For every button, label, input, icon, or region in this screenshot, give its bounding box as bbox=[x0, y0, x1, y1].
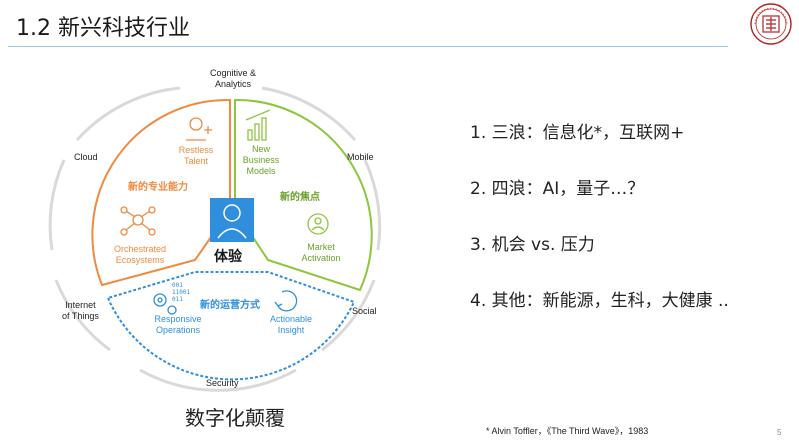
label-iot: Internet of Things bbox=[62, 300, 99, 321]
orange-segment-title: 新的专业能力 bbox=[128, 182, 188, 193]
blue-segment bbox=[106, 271, 356, 381]
green-segment bbox=[234, 98, 373, 292]
diagram-graphic bbox=[48, 86, 382, 392]
list-item: 3. 机会 vs. 压力 bbox=[470, 235, 595, 255]
diagram-caption: 数字化颠覆 bbox=[185, 406, 285, 430]
title-divider bbox=[8, 46, 728, 47]
list-item: 1. 三浪：信息化*，互联网+ bbox=[470, 123, 685, 143]
label-cloud: Cloud bbox=[74, 152, 98, 162]
growth-chart-icon bbox=[245, 109, 271, 141]
responsive-operations-label: Responsive Operations bbox=[154, 314, 202, 335]
university-seal-icon bbox=[750, 3, 792, 45]
binary-line: 001 bbox=[172, 282, 183, 289]
binary-line: 011 bbox=[172, 296, 183, 303]
label-cognitive-analytics: Cognitive & Analytics bbox=[198, 68, 268, 90]
orange-segment bbox=[91, 98, 231, 287]
list-item: 2. 四浪：AI，量子…？ bbox=[470, 179, 645, 199]
center-label: 体验 bbox=[214, 249, 242, 265]
orchestrated-ecosystems-label: Orchestrated Ecosystems bbox=[113, 244, 167, 265]
blue-segment-title: 新的运营方式 bbox=[200, 300, 260, 311]
label-cognitive-analytics-text: Cognitive & Analytics bbox=[209, 68, 257, 89]
footnote: * Alvin Toffler，《The Third Wave》，1983 bbox=[486, 426, 649, 436]
label-mobile: Mobile bbox=[347, 152, 374, 162]
target-person-icon bbox=[307, 213, 329, 235]
list-item: 4. 其他：新能源，生科，大健康 .. bbox=[470, 291, 729, 311]
green-segment-title: 新的焦点 bbox=[280, 192, 320, 203]
binary-text: 001 11001 011 bbox=[172, 282, 190, 303]
actionable-insight-label: Actionable Insight bbox=[269, 314, 313, 335]
refresh-hand-icon bbox=[274, 290, 298, 312]
new-business-models-label: New Business Models bbox=[242, 144, 280, 176]
page-number: 5 bbox=[777, 428, 782, 437]
digital-disruption-diagram: Cognitive & Analytics Cloud Mobile Inter… bbox=[0, 60, 430, 400]
slide-title: 1.2 新兴科技行业 bbox=[16, 16, 190, 41]
label-social: Social bbox=[352, 306, 377, 316]
market-activation-label: Market Activation bbox=[301, 242, 341, 263]
outer-ring bbox=[48, 86, 382, 392]
binary-line: 11001 bbox=[172, 289, 191, 296]
network-icon bbox=[120, 206, 156, 236]
gears-icon bbox=[153, 293, 177, 315]
person-plus-icon bbox=[186, 117, 212, 141]
label-security: Security bbox=[206, 378, 239, 388]
restless-talent-label: Restless Talent bbox=[178, 145, 214, 166]
